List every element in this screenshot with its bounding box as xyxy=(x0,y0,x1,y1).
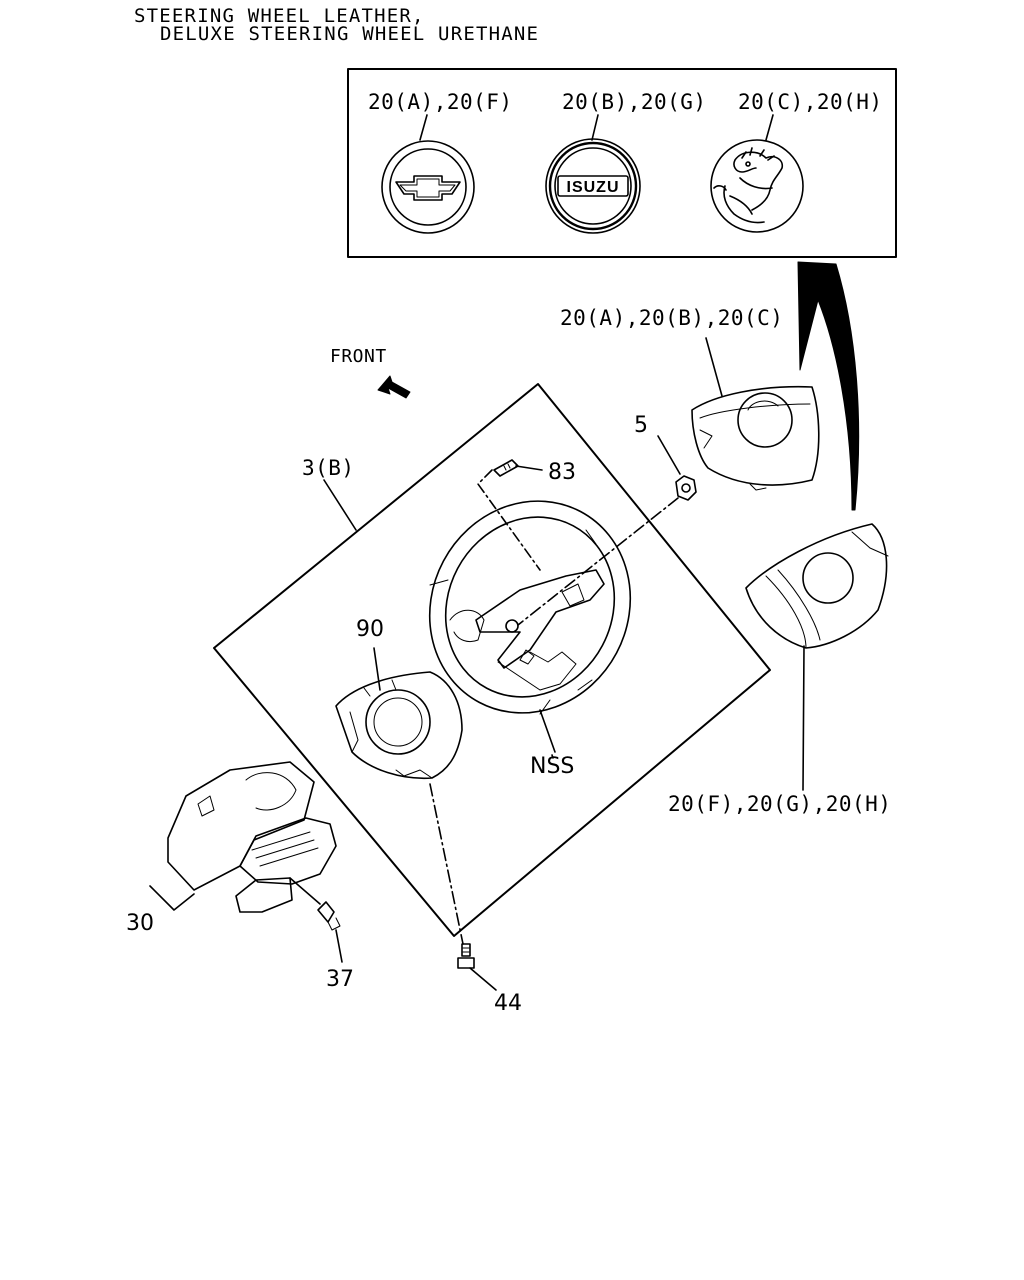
steering-wheel xyxy=(428,500,632,753)
callout-bolt-44: 44 xyxy=(494,991,522,1016)
horn-pad-lower xyxy=(745,523,889,791)
wheel-assembly-frame xyxy=(213,383,771,937)
chevrolet-emblem xyxy=(381,114,475,234)
diagram-title-line-1: STEERING WHEEL LEATHER, xyxy=(134,5,425,27)
callout-horn-pad-upper: 20(A),20(B),20(C) xyxy=(560,306,784,330)
cover-90 xyxy=(335,647,464,945)
callout-screw-83: 83 xyxy=(548,460,576,485)
callout-screw-37: 37 xyxy=(326,967,354,992)
callout-emblem-chevrolet: 20(A),20(F) xyxy=(368,90,513,114)
callout-switch-30: 30 xyxy=(126,911,154,936)
bolt-44 xyxy=(457,943,497,991)
callout-horn-pad-lower: 20(F),20(G),20(H) xyxy=(668,792,892,816)
callout-wheel-assembly: 3(B) xyxy=(302,456,355,480)
callout-cover-90: 90 xyxy=(356,617,384,642)
transfer-arrow xyxy=(797,261,860,511)
screw-37 xyxy=(289,877,343,963)
screw-83 xyxy=(477,459,543,571)
front-arrow xyxy=(377,375,411,399)
isuzu-emblem-text: ISUZU xyxy=(567,179,620,196)
diagram-title-line-2: DELUXE STEERING WHEEL URETHANE xyxy=(160,23,540,45)
callout-front: FRONT xyxy=(330,346,387,367)
holden-lion-emblem xyxy=(710,114,804,233)
callout-nss: NSS xyxy=(530,754,575,779)
horn-pad-upper xyxy=(691,337,820,491)
emblem-inset-box xyxy=(347,68,897,258)
nut-5 xyxy=(517,435,697,626)
callout-emblem-isuzu: 20(B),20(G) xyxy=(562,90,707,114)
isuzu-emblem: ISUZU xyxy=(545,114,641,234)
callout-emblem-holden: 20(C),20(H) xyxy=(738,90,883,114)
combination-switch-30 xyxy=(149,761,337,913)
callout-nut-5: 5 xyxy=(634,413,648,438)
nss-leader xyxy=(551,754,554,759)
